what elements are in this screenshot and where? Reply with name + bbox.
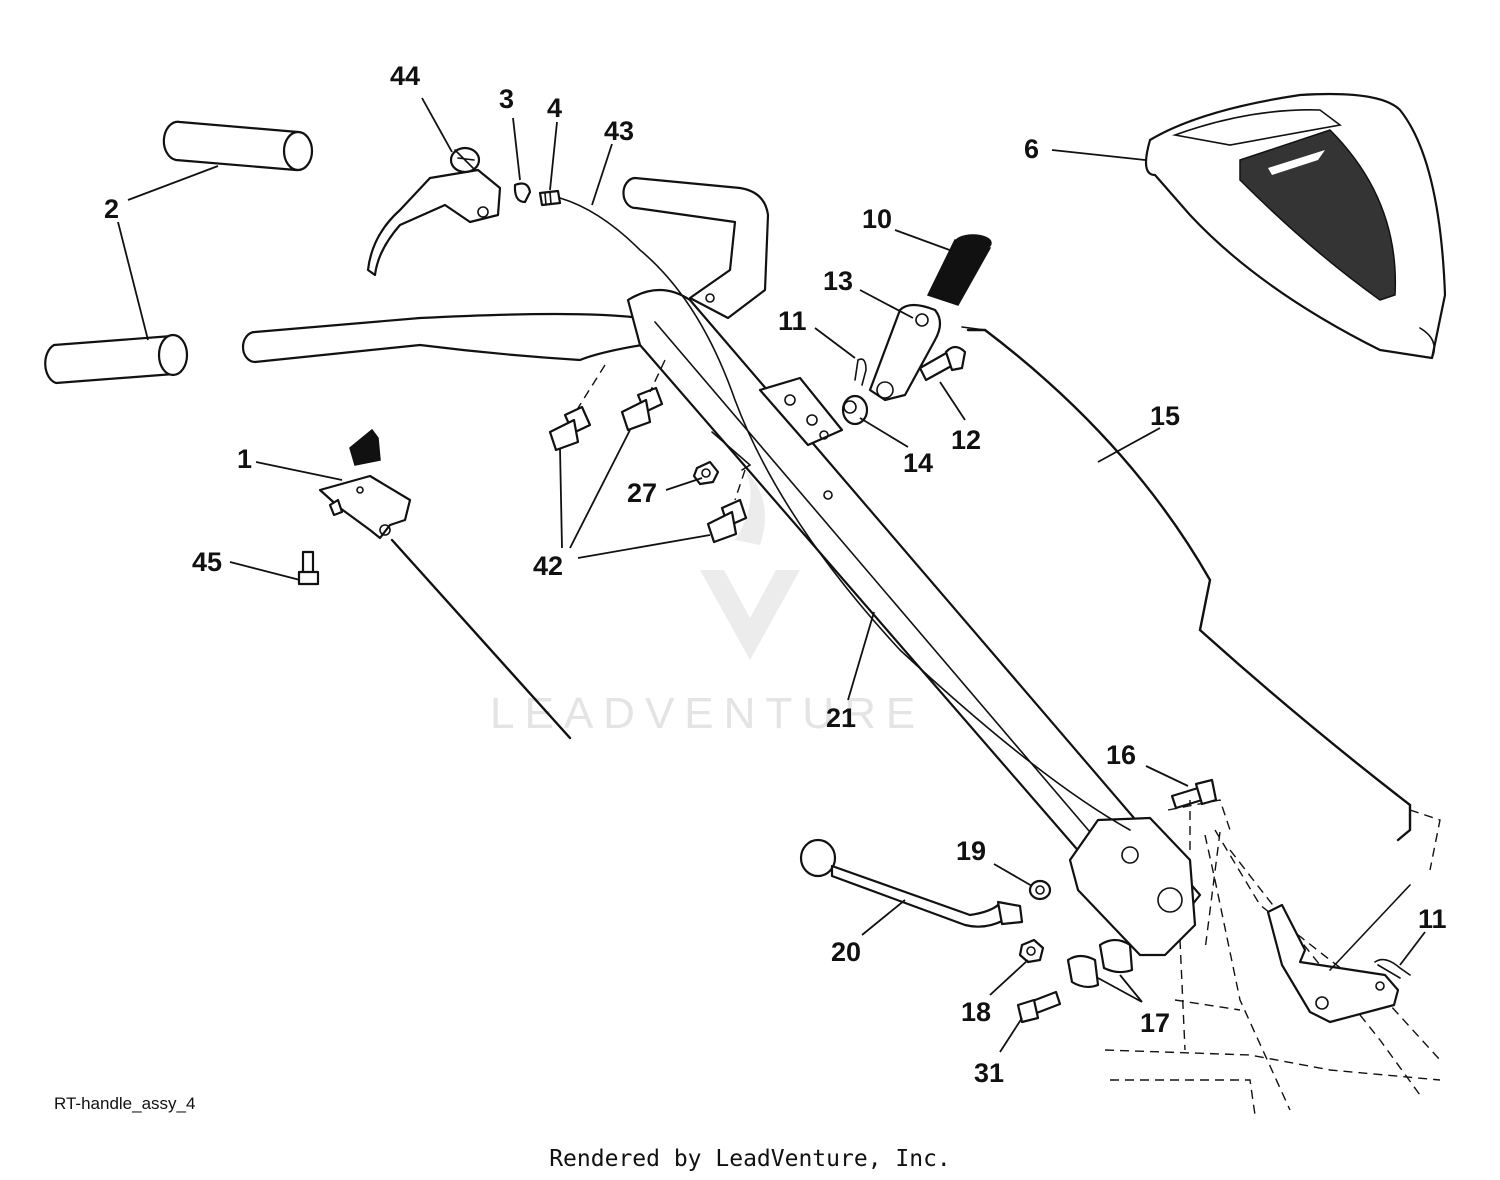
shoulder-bolt-lower[interactable] [1170, 778, 1218, 810]
grip-upper[interactable] [162, 120, 314, 172]
callout-15[interactable]: 15 [1150, 401, 1180, 431]
callout-19[interactable]: 19 [956, 836, 986, 866]
shift-rod[interactable] [966, 328, 1412, 842]
callout-21[interactable]: 21 [826, 703, 856, 733]
throttle-bracket[interactable] [318, 428, 412, 540]
throttle-rod[interactable] [390, 538, 572, 740]
hairpin-clip-lower[interactable] [1374, 958, 1411, 979]
wheel-lock-plate[interactable] [1266, 903, 1400, 1024]
callout-31[interactable]: 31 [974, 1058, 1004, 1088]
tiller-frame-dashed [1104, 799, 1441, 1116]
callout-1[interactable]: 1 [237, 444, 252, 474]
callouts: 44 3 4 43 6 2 10 13 11 15 12 14 1 27 45 … [104, 61, 1447, 1088]
callout-11-upper[interactable]: 11 [778, 306, 807, 336]
callout-11-lower[interactable]: 11 [1418, 904, 1447, 934]
shoulder-bolt-upper[interactable] [918, 345, 967, 382]
callout-2[interactable]: 2 [104, 194, 119, 224]
shift-lever[interactable] [868, 303, 942, 402]
callout-3[interactable]: 3 [499, 84, 514, 114]
callout-42[interactable]: 42 [533, 551, 563, 581]
render-credit: Rendered by LeadVenture, Inc. [549, 1146, 951, 1172]
handlebar-upper[interactable] [622, 176, 770, 320]
callout-4[interactable]: 4 [547, 93, 562, 123]
lock-pad-right[interactable] [1098, 938, 1134, 974]
leader-lines [117, 97, 1426, 1053]
handlebar-lower[interactable] [241, 312, 644, 364]
bracket-bolt[interactable] [706, 498, 748, 544]
cable-clip[interactable] [513, 182, 532, 204]
callout-16[interactable]: 16 [1106, 740, 1136, 770]
watermark-text: LEADVENTURE [490, 689, 925, 738]
watermark: LEADVENTURE [490, 470, 925, 738]
callout-10[interactable]: 10 [862, 204, 892, 234]
callout-43[interactable]: 43 [604, 116, 634, 146]
spacer[interactable] [841, 394, 869, 426]
grip-lower[interactable] [44, 333, 189, 385]
lever-bracket[interactable] [758, 376, 844, 447]
control-cable[interactable] [559, 197, 1131, 831]
callout-45[interactable]: 45 [192, 547, 222, 577]
shift-knob[interactable] [926, 234, 992, 306]
hairpin-clip-upper[interactable] [854, 358, 867, 386]
cable-screw[interactable] [538, 189, 562, 207]
handlebar-bolt-right[interactable] [620, 386, 664, 432]
throttle-screw[interactable] [297, 550, 320, 586]
bail-lever[interactable] [366, 146, 502, 277]
callout-6[interactable]: 6 [1024, 134, 1039, 164]
callout-12[interactable]: 12 [951, 425, 981, 455]
callout-44[interactable]: 44 [390, 61, 420, 91]
callout-14[interactable]: 14 [903, 448, 933, 478]
handle-bracket[interactable] [1068, 816, 1197, 957]
callout-18[interactable]: 18 [961, 997, 991, 1027]
lock-pad-left[interactable] [1066, 954, 1100, 989]
mounting-bolt[interactable] [1016, 990, 1062, 1024]
engine-cover[interactable] [1144, 92, 1447, 360]
callout-17[interactable]: 17 [1140, 1008, 1170, 1038]
hex-nut-upper[interactable] [692, 460, 720, 486]
callout-20[interactable]: 20 [831, 937, 861, 967]
hex-nut-lower[interactable] [1018, 938, 1045, 964]
handlebar-bolt-left[interactable] [548, 405, 592, 452]
washer[interactable] [1028, 879, 1052, 901]
wheel-lock-lever[interactable] [799, 838, 1024, 928]
diagram-code: RT-handle_assy_4 [54, 1094, 196, 1113]
callout-13[interactable]: 13 [823, 266, 853, 296]
callout-27[interactable]: 27 [627, 478, 657, 508]
